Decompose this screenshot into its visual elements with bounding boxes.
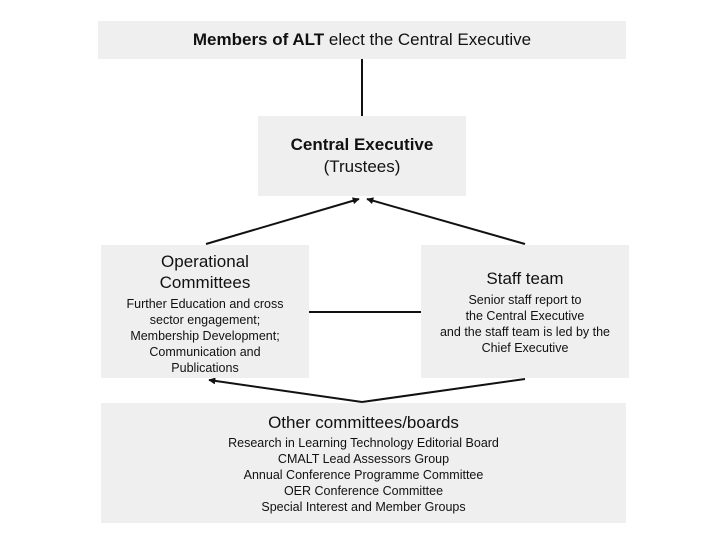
operational-title-line2: Committees xyxy=(159,273,251,292)
staff-desc-line: and the staff team is led by the xyxy=(439,324,610,339)
operational-desc-line: Membership Development; xyxy=(130,329,280,343)
other-committee-item: Special Interest and Member Groups xyxy=(261,499,466,514)
staff-team-box: Staff team Senior staff report to the Ce… xyxy=(421,245,629,378)
operational-desc-line: Communication and xyxy=(149,345,261,359)
members-elect-box: Members of ALT elect the Central Executi… xyxy=(98,21,626,59)
other-committee-item: OER Conference Committee xyxy=(283,483,444,498)
staff-team-title: Staff team xyxy=(486,268,564,288)
trustees-subtitle: (Trustees) xyxy=(323,157,401,176)
staff-desc-line: the Central Executive xyxy=(465,308,585,323)
operational-desc-line: sector engagement; xyxy=(149,313,261,327)
other-to-ops-arrow xyxy=(208,377,363,403)
operational-description: Further Education and cross sector engag… xyxy=(126,296,283,376)
operational-title-line1: Operational xyxy=(161,252,249,271)
other-committees-title: Other committees/boards xyxy=(268,412,459,432)
ops-to-central-arrow xyxy=(205,197,360,245)
staff-desc-line: Senior staff report to xyxy=(468,292,582,307)
staff-to-central-arrow xyxy=(366,197,526,245)
central-executive-box: Central Executive (Trustees) xyxy=(258,116,466,196)
operational-desc-line: Further Education and cross xyxy=(126,297,284,311)
members-of-alt-label: Members of ALT xyxy=(192,30,325,49)
staff-desc-line: Chief Executive xyxy=(481,340,569,355)
staff-to-ops-arrow xyxy=(361,378,526,403)
staff-description: Senior staff report to the Central Execu… xyxy=(440,292,610,356)
other-committees-box: Other committees/boards Research in Lear… xyxy=(101,403,626,523)
operational-desc-line: Publications xyxy=(171,361,239,375)
central-executive-title: Central Executive xyxy=(290,135,434,154)
elect-central-executive-label: elect the Central Executive xyxy=(324,30,532,49)
other-committee-item: Annual Conference Programme Committee xyxy=(243,467,484,482)
other-committee-item: CMALT Lead Assessors Group xyxy=(277,451,450,466)
operational-committees-box: Operational Committees Further Education… xyxy=(101,245,309,378)
other-committee-item: Research in Learning Technology Editoria… xyxy=(228,435,499,450)
